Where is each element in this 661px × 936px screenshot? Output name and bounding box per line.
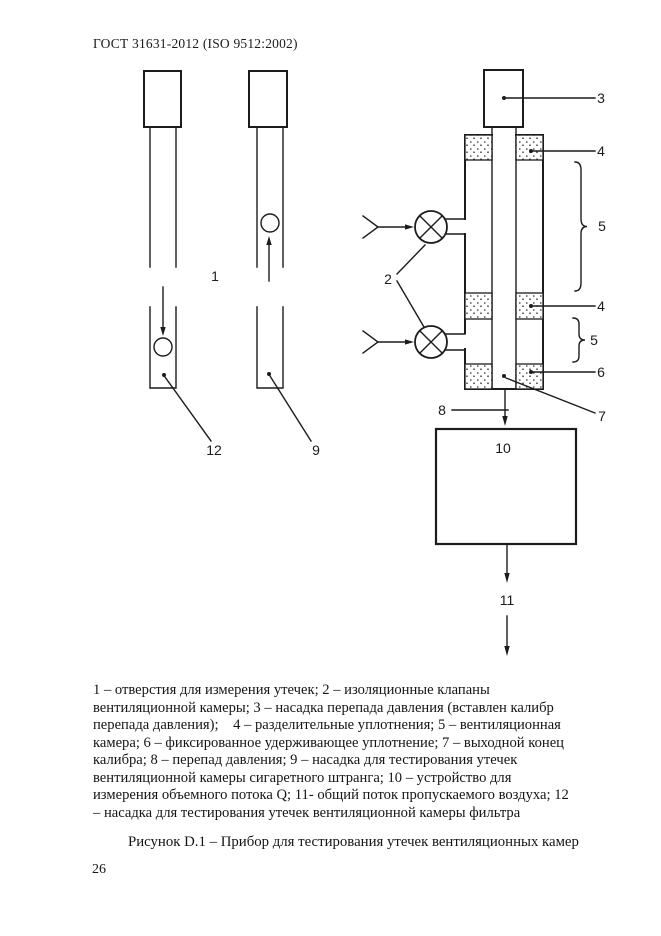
casing-shape (464, 134, 596, 414)
legend-line: вентиляционной камеры сигаретного штранг… (93, 769, 512, 786)
label-6: 6 (597, 364, 605, 380)
label-9: 9 (312, 442, 320, 458)
label-8: 8 (438, 402, 446, 418)
page-number: 26 (92, 862, 106, 877)
document-header: ГОСТ 31631-2012 (ISO 9512:2002) (93, 36, 298, 51)
flow-meter-box (434, 427, 578, 546)
legend-line: камера; 6 – фиксированное удерживающее у… (93, 734, 564, 751)
label-4-top: 4 (597, 143, 605, 159)
label-5-top: 5 (598, 218, 606, 234)
rod-nozzle-shape (248, 70, 312, 442)
legend-line: – насадка для тестирования утечек вентил… (93, 804, 521, 821)
figure-legend: 1 – отверстия для измерения утечек; 2 – … (93, 682, 613, 822)
isolation-valve-bottom (362, 244, 466, 359)
label-10: 10 (495, 440, 511, 456)
label-2: 2 (384, 271, 392, 287)
isolation-valve-top (362, 210, 466, 244)
flow-line-shape (451, 388, 509, 426)
legend-line: измерения объемного потока Q; 11- общий … (93, 787, 569, 803)
label-12: 12 (206, 442, 222, 458)
pressure-drop-nozzle-shape (483, 69, 596, 128)
label-5-bottom: 5 (590, 332, 598, 348)
label-11: 11 (500, 592, 515, 608)
air-flow-arrows (504, 543, 510, 656)
legend-line: перепада давления); 4 – разделительные у… (93, 717, 561, 733)
label-3: 3 (597, 90, 605, 106)
legend-line: калибра; 8 – перепад давления; 9 – насад… (93, 752, 518, 768)
vent-chamber-braces (572, 161, 588, 363)
legend-line: 1 – отверстия для измерения утечек; 2 – … (93, 682, 490, 698)
figure-title: Рисунок D.1 – Прибор для тестирования ут… (128, 834, 579, 850)
legend-line: вентиляционной камеры; 3 – насадка переп… (93, 699, 554, 716)
label-1: 1 (211, 268, 219, 284)
filter-nozzle-shape (143, 70, 212, 442)
label-7: 7 (598, 408, 606, 424)
diagram-number-labels: 1 2 3 4 5 4 5 6 7 8 9 10 11 12 (206, 90, 606, 608)
label-4-mid: 4 (597, 298, 605, 314)
caliber-tube-shape (491, 126, 517, 390)
